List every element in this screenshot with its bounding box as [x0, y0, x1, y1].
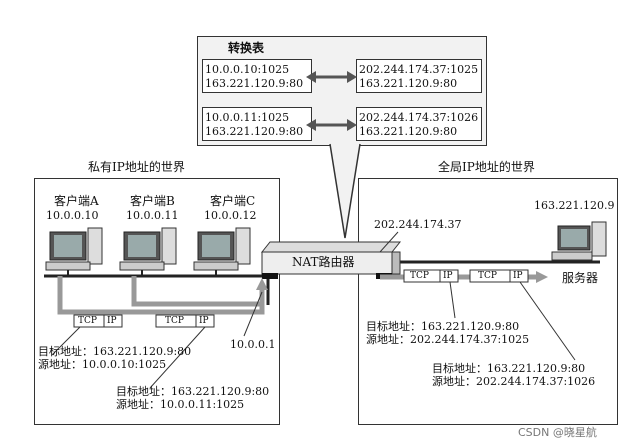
table-callout	[329, 143, 361, 239]
addr-private-b-src: 10.0.0.11:1025	[160, 398, 245, 411]
addr-global-a-dst-label: 目标地址：	[366, 320, 421, 333]
addr-global-a: 目标地址：163.221.120.9:80 源地址：202.244.174.37…	[366, 320, 529, 346]
addr-global-b-dst-label: 目标地址：	[432, 362, 487, 375]
addr-private-a-dst: 163.221.120.9:80	[93, 345, 192, 358]
packet-global-b	[469, 269, 529, 283]
translation-table-title: 转换表	[228, 41, 265, 55]
global-region-title: 全局IP地址的世界	[438, 160, 535, 174]
table-row-public-1: 202.244.174.37:1025 163.221.120.9:80	[356, 59, 482, 93]
table-arrow-2	[306, 119, 357, 131]
addr-private-a-src-label: 源地址：	[38, 358, 82, 371]
router-label: NAT路由器	[292, 255, 355, 269]
router-ip-leader	[379, 231, 399, 253]
nat-router-icon	[260, 241, 402, 279]
table-row-public-2: 202.244.174.37:1026 163.221.120.9:80	[356, 107, 482, 141]
addr-global-b-dst: 163.221.120.9:80	[487, 362, 586, 375]
public-dst-2: 163.221.120.9:80	[359, 125, 458, 138]
addr-global-b-src-label: 源地址：	[432, 375, 476, 388]
leader-private-b	[149, 326, 206, 389]
leader-router-private	[243, 291, 263, 337]
addr-global-b: 目标地址：163.221.120.9:80 源地址：202.244.174.37…	[432, 362, 595, 388]
server-icon	[551, 221, 607, 261]
client-b-name: 客户端B	[130, 194, 175, 208]
addr-private-a: 目标地址：163.221.120.9:80 源地址：10.0.0.10:1025	[38, 345, 191, 371]
client-a-ip: 10.0.0.10	[46, 209, 99, 222]
client-a-name: 客户端A	[54, 194, 99, 208]
addr-private-b-dst-label: 目标地址：	[116, 385, 171, 398]
packet-private-a	[73, 314, 123, 328]
translation-table: 转换表 10.0.0.10:1025 163.221.120.9:80 202.…	[197, 36, 487, 146]
global-region	[358, 178, 618, 425]
watermark: CSDN @晓星航	[518, 426, 597, 439]
client-c-name: 客户端C	[210, 194, 256, 208]
private-addr-2: 10.0.0.11:1025	[205, 111, 290, 124]
packet-b-tcp-label: TCP	[165, 316, 184, 326]
public-addr-1: 202.244.174.37:1025	[359, 63, 479, 76]
computer-b-icon	[119, 227, 177, 276]
leader-global-a	[449, 281, 456, 319]
leader-global-b	[519, 281, 576, 361]
addr-private-a-src: 10.0.0.10:1025	[82, 358, 167, 371]
server-ip: 163.221.120.9	[534, 199, 615, 212]
addr-private-b-dst: 163.221.120.9:80	[171, 385, 270, 398]
table-row-private-1: 10.0.0.10:1025 163.221.120.9:80	[202, 59, 312, 93]
packet-ga-tcp-label: TCP	[410, 271, 429, 281]
packet-gb-tcp-label: TCP	[478, 271, 497, 281]
computer-c-icon	[193, 227, 251, 276]
private-addr-1: 10.0.0.10:1025	[205, 63, 290, 76]
addr-global-a-src: 202.244.174.37:1025	[410, 333, 530, 346]
router-public-ip: 202.244.174.37	[374, 218, 462, 231]
table-arrow-1	[306, 71, 357, 83]
computer-a-icon	[45, 227, 103, 276]
packet-global-a	[403, 269, 459, 283]
public-dst-1: 163.221.120.9:80	[359, 77, 458, 90]
packet-a-ip-label: IP	[107, 316, 117, 326]
flow-a	[57, 276, 265, 315]
packet-ga-ip-label: IP	[443, 271, 453, 281]
router-private-ip: 10.0.0.1	[230, 338, 276, 351]
addr-global-a-src-label: 源地址：	[366, 333, 410, 346]
private-dst-1: 163.221.120.9:80	[205, 77, 304, 90]
packet-gb-ip-label: IP	[513, 271, 523, 281]
server-label: 服务器	[562, 271, 599, 285]
private-region-title: 私有IP地址的世界	[88, 160, 185, 174]
public-addr-2: 202.244.174.37:1026	[359, 111, 479, 124]
addr-global-b-src: 202.244.174.37:1026	[476, 375, 596, 388]
addr-global-a-dst: 163.221.120.9:80	[421, 320, 520, 333]
client-c-ip: 10.0.0.12	[204, 209, 257, 222]
private-dst-2: 163.221.120.9:80	[205, 125, 304, 138]
leader-private-a	[51, 326, 81, 356]
packet-private-b	[155, 314, 215, 328]
addr-private-b: 目标地址：163.221.120.9:80 源地址：10.0.0.11:1025	[116, 385, 269, 411]
flow-b	[131, 276, 265, 307]
packet-b-ip-label: IP	[199, 316, 209, 326]
addr-private-a-dst-label: 目标地址：	[38, 345, 93, 358]
addr-private-b-src-label: 源地址：	[116, 398, 160, 411]
table-row-private-2: 10.0.0.11:1025 163.221.120.9:80	[202, 107, 312, 141]
packet-a-tcp-label: TCP	[78, 316, 97, 326]
client-b-ip: 10.0.0.11	[126, 209, 179, 222]
